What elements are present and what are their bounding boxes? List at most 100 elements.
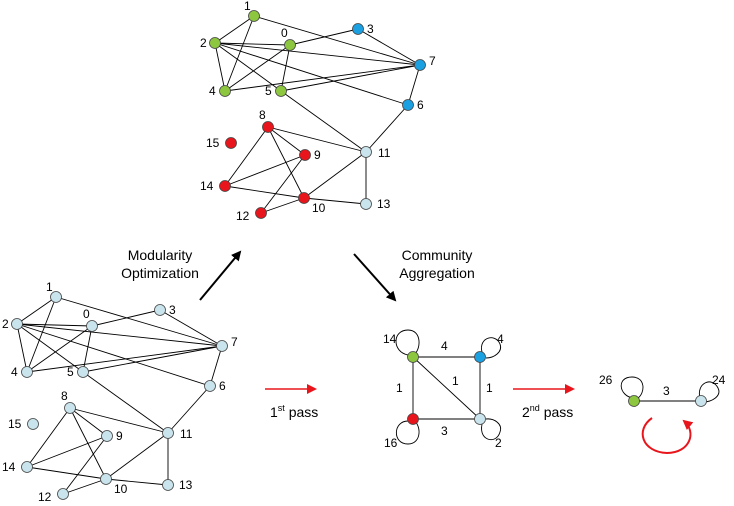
second-pass-label: 2nd pass [522,403,573,420]
graph-node-15 [27,418,39,430]
graph-edge [26,466,107,480]
graph-edge [267,126,367,153]
aggregated-node-green [407,351,419,363]
graph-edge [16,323,211,387]
node-label-11: 11 [378,146,391,160]
node-label-7: 7 [429,54,436,68]
modularity-label-line1: Modularity [128,247,193,263]
self-loop-red [395,418,420,445]
graph-edge [26,407,71,468]
graph-node-8 [262,121,274,133]
node-label-7: 7 [231,335,238,349]
node-label-9: 9 [314,148,321,162]
graph-edge [82,345,223,373]
weight-green-blue: 4 [441,339,448,353]
aggregated-node-blue [474,351,486,363]
graph-edge [280,64,421,92]
graph-node-12 [57,488,69,500]
graph-node-13 [360,198,372,210]
graph-node-4 [219,85,231,97]
graph-edge [16,323,93,327]
graph-edge [214,15,255,44]
node-label-8: 8 [259,108,266,122]
graph-edge [407,64,421,106]
graph-edge [303,197,367,205]
weight-blue-light: 1 [486,381,493,395]
node-label-9: 9 [116,429,123,443]
graph-edge [55,296,223,347]
weight-final: 3 [663,384,670,398]
aggregated-node-light [474,413,486,425]
graph-edge [62,435,108,495]
node-label-0: 0 [281,26,288,40]
graph-node-12 [255,207,267,219]
graph-edge [260,197,305,214]
graph-node-1 [50,291,62,303]
graph-edge [214,42,226,92]
node-label-14: 14 [2,460,16,474]
graph-node-0 [86,320,98,332]
graph-node-2 [209,37,221,49]
graph-node-0 [284,39,296,51]
aggregation-label-line2: Aggregation [399,265,475,281]
graph-node-14 [21,461,33,473]
node-label-1: 1 [46,280,53,294]
loop-weight-blue: 4 [497,332,504,346]
node-label-15: 15 [206,136,220,150]
final-node-left [628,395,640,407]
graph-node-14 [219,180,231,192]
graph-edge [105,432,169,480]
graph-node-1 [248,10,260,22]
modularity-label-line2: Optimization [121,265,199,281]
circular-arrow-icon [641,417,694,455]
edge-green-light [412,356,481,420]
graph-edge [253,15,421,66]
graph-edge [214,42,409,106]
node-label-10: 10 [114,482,128,496]
graph-edge [16,296,57,325]
graph-node-10 [100,473,112,485]
graph-node-7 [414,59,426,71]
graph-edge [224,154,306,187]
self-loop-light [481,418,502,441]
node-label-1: 1 [244,0,251,13]
aggregation-arrow [353,253,397,302]
aggregation-label-line1: Community [402,247,473,263]
loop-weight-right: 24 [712,373,726,387]
node-label-10: 10 [312,201,326,215]
graph-edge [209,345,223,387]
graph-edge [224,126,269,187]
node-label-8: 8 [61,389,68,403]
self-loop-left [620,376,644,399]
graph-node-11 [360,146,372,158]
aggregated-graph-pass2: 26 24 3 [599,373,726,455]
graph-node-10 [298,192,310,204]
graph-edge [260,154,306,214]
graph-edge [303,151,367,199]
graph-edge [280,90,367,153]
loop-weight-left: 26 [599,373,613,387]
graph-node-4 [21,366,33,378]
graph-edge [26,345,223,373]
graph-node-9 [299,149,311,161]
graph-edge [289,28,359,46]
graph-edge [16,323,28,373]
graph-edge [280,44,291,92]
graph-edge [224,44,291,92]
node-label-5: 5 [67,365,74,379]
graph-node-8 [64,402,76,414]
graph-edge [62,478,107,495]
node-label-13: 13 [179,478,193,492]
graph-edge [214,42,282,92]
graph-edge [167,385,211,434]
self-loop-blue [481,337,502,359]
graph-edge [26,296,57,373]
weight-green-red: 1 [396,381,403,395]
graph-node-3 [154,304,166,316]
graph-edge [91,309,161,327]
graph-edge [16,323,223,347]
graph-node-15 [225,137,237,149]
self-loop-green [395,329,420,358]
aggregated-graph-pass1: 14 4 16 2 4 1 1 1 3 [383,329,504,450]
